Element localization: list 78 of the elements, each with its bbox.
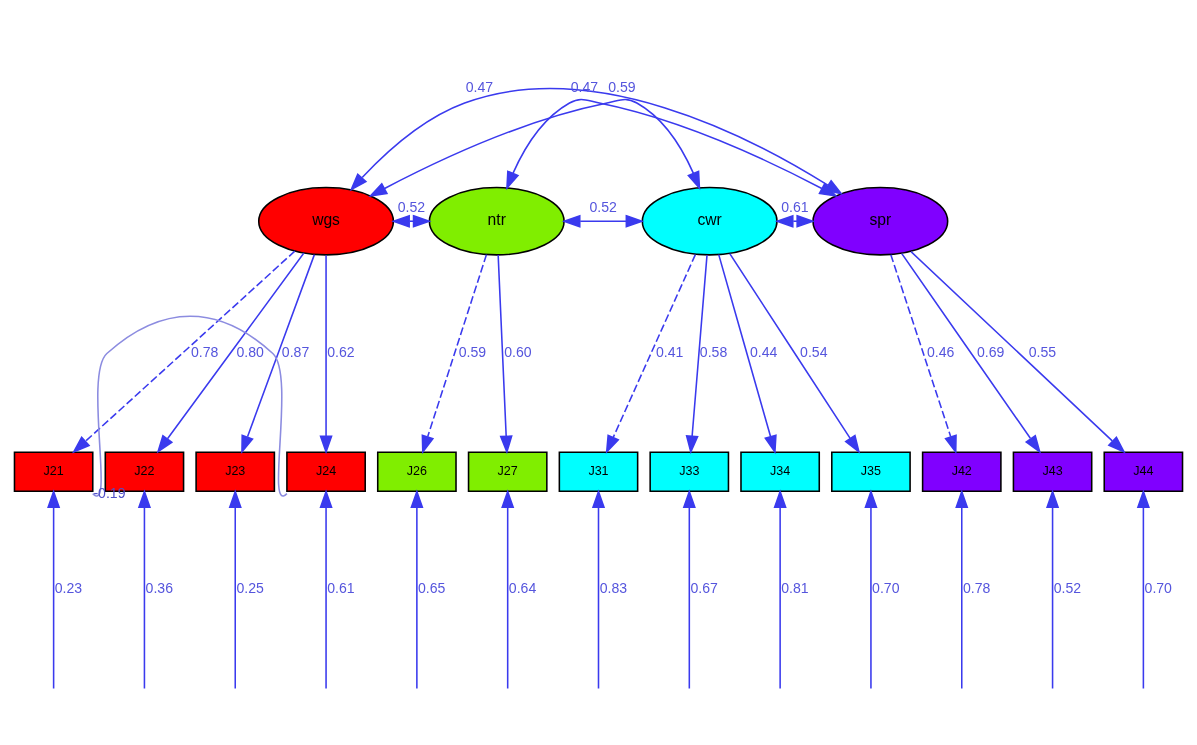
arrow xyxy=(156,252,305,454)
edge-label: 0.47 xyxy=(465,79,494,96)
edge-label: 0.80 xyxy=(236,343,264,360)
node-box: J31 xyxy=(558,451,639,493)
node-box: J44 xyxy=(1103,451,1184,493)
edge-label: 0.46 xyxy=(926,343,955,360)
edge-label: 0.70 xyxy=(1144,580,1172,597)
arrow xyxy=(910,250,1126,454)
edge-label: 0.58 xyxy=(699,343,728,360)
node-box: J34 xyxy=(740,451,821,493)
edge-label: 0.60 xyxy=(504,343,532,360)
edge-label: 0.62 xyxy=(327,343,355,360)
arrow xyxy=(137,489,151,690)
arrow xyxy=(605,253,697,455)
arrow xyxy=(391,214,432,228)
edge-label: 0.55 xyxy=(1028,343,1057,360)
arrow xyxy=(501,489,515,690)
edge-label: 0.78 xyxy=(962,580,991,597)
arrow xyxy=(591,489,606,690)
arrow xyxy=(890,253,957,455)
arrow xyxy=(72,250,296,454)
edge-label: 0.87 xyxy=(281,343,310,360)
node-box: J26 xyxy=(376,451,457,493)
arrow xyxy=(368,98,701,198)
edge-label: 0.23 xyxy=(54,580,83,597)
arrow xyxy=(685,254,708,455)
arrow xyxy=(228,489,242,690)
node-ellipse: ntr xyxy=(428,186,565,256)
node-box: J21 xyxy=(13,451,94,493)
arrow xyxy=(319,254,333,455)
arrow xyxy=(561,214,645,228)
arrow xyxy=(864,489,878,690)
arrow xyxy=(717,253,777,455)
arrow xyxy=(729,252,861,454)
edge-label: 0.44 xyxy=(749,343,778,360)
edge-label: 0.25 xyxy=(236,580,264,597)
edge-label: 0.41 xyxy=(656,343,684,360)
edge-label: 0.52 xyxy=(1053,580,1082,597)
arrow xyxy=(682,489,696,690)
arrow xyxy=(506,98,838,198)
edge-label: 0.59 xyxy=(458,343,487,360)
edge-label: 0.59 xyxy=(608,79,636,96)
edge-label: 0.65 xyxy=(418,580,446,597)
node-ellipse: cwr xyxy=(641,186,778,256)
node-box: J42 xyxy=(921,451,1002,493)
edge-label: 0.54 xyxy=(800,343,828,360)
arrow xyxy=(773,489,787,690)
arrow xyxy=(241,253,316,455)
arrow xyxy=(774,214,816,228)
node-box: J24 xyxy=(286,451,366,493)
node-box: J43 xyxy=(1012,451,1093,493)
edge-label: 0.61 xyxy=(781,199,809,216)
edge-label: 0.81 xyxy=(781,580,809,597)
arrow xyxy=(1046,489,1060,690)
arrow xyxy=(421,253,488,455)
edge-label: 0.83 xyxy=(599,580,628,597)
arrow xyxy=(1136,489,1150,690)
edge-label: 0.69 xyxy=(977,343,1005,360)
edge-label: 0.36 xyxy=(145,580,174,597)
arrow xyxy=(410,489,424,690)
edge-label: 0.52 xyxy=(589,199,617,216)
edge-label: 0.52 xyxy=(397,199,426,216)
arrow xyxy=(901,252,1042,454)
node-box: J35 xyxy=(831,451,911,493)
edge-label: 0.70 xyxy=(872,580,900,597)
arrow xyxy=(47,489,61,690)
node-box: J33 xyxy=(649,451,730,493)
arrow xyxy=(319,489,333,690)
node-box: J23 xyxy=(195,451,276,493)
arrow xyxy=(955,489,969,690)
node-ellipse: wgs xyxy=(257,186,395,256)
node-ellipse: spr xyxy=(812,186,949,256)
edge-label: 0.78 xyxy=(191,343,219,360)
node-box: J27 xyxy=(467,451,548,493)
arrow xyxy=(497,254,513,455)
edge-label: 0.67 xyxy=(690,580,718,597)
edge-label: 0.64 xyxy=(508,580,537,597)
edge-label: 0.61 xyxy=(327,580,355,597)
